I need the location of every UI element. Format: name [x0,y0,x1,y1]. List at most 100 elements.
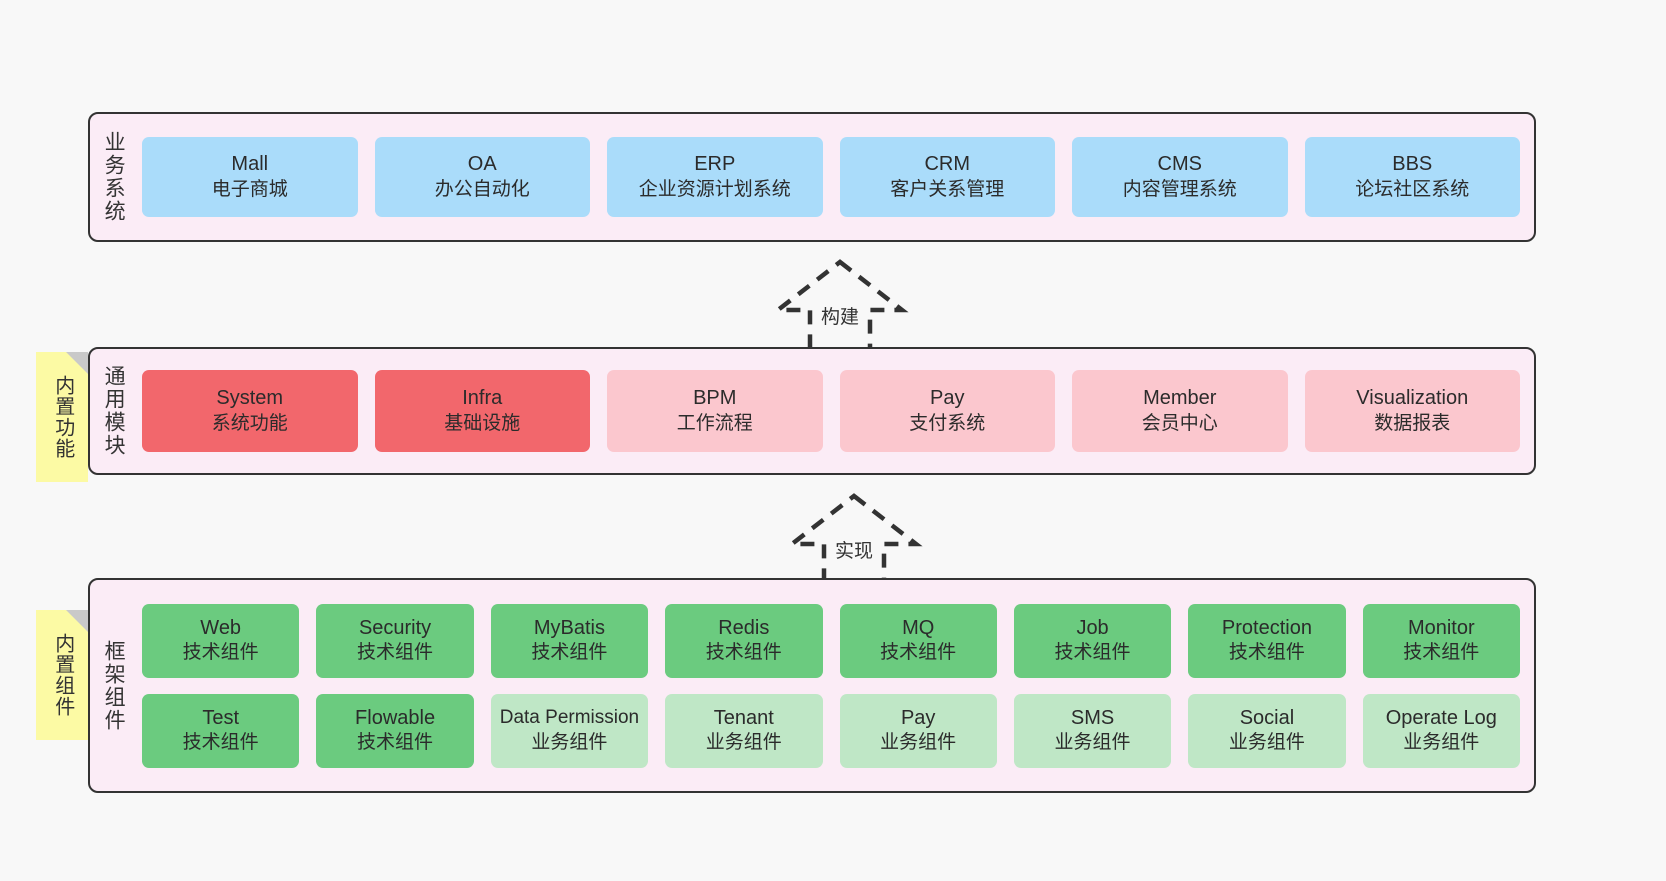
box-infra-name: Infra [462,387,503,410]
box-oa-desc: 办公自动化 [434,178,530,200]
box-oa[interactable]: OA 办公自动化 [374,137,590,217]
box-pay-component[interactable]: Pay 业务组件 [839,693,997,768]
box-redis-desc: 技术组件 [705,642,782,664]
layer-body-framework-components: Web 技术组件 Security 技术组件 MyBatis 技术组件 Redi… [136,580,1534,791]
box-job-name: Job [1076,616,1109,639]
box-infra-desc: 基础设施 [444,412,521,434]
layer-general-modules: 通用模块 System 系统功能 Infra 基础设施 BPM 工作流程 Pay [88,347,1536,475]
box-web-name: Web [200,616,242,639]
box-redis-name: Redis [718,616,770,639]
box-operate-log-name: Operate Log [1385,706,1497,729]
box-visualization-desc: 数据报表 [1374,412,1451,434]
box-infra[interactable]: Infra 基础设施 [374,370,590,452]
box-bpm-desc: 工作流程 [676,412,753,434]
box-security-desc: 技术组件 [357,642,434,664]
connector-build-arrow-icon [771,259,909,355]
box-cms-name: CMS [1157,153,1202,176]
box-social[interactable]: Social 业务组件 [1188,693,1346,768]
note-fold-icon [66,352,88,374]
box-pay-module[interactable]: Pay 支付系统 [839,370,1055,452]
box-cms[interactable]: CMS 内容管理系统 [1072,137,1288,217]
box-bpm[interactable]: BPM 工作流程 [607,370,823,452]
box-monitor[interactable]: Monitor 技术组件 [1362,603,1520,678]
connector-implement-arrow-icon [785,493,923,589]
box-operate-log[interactable]: Operate Log 业务组件 [1362,693,1520,768]
box-job-desc: 技术组件 [1054,642,1131,664]
connector-build-label: 构建 [818,302,862,329]
connector-implement-label: 实现 [832,536,876,563]
box-tenant-name: Tenant [713,706,774,729]
box-member[interactable]: Member 会员中心 [1072,370,1288,452]
layer-title-general-modules: 通用模块 [102,365,126,457]
box-member-name: Member [1143,387,1217,410]
box-protection[interactable]: Protection 技术组件 [1188,603,1346,678]
box-data-permission[interactable]: Data Permission 业务组件 [490,693,649,768]
note-fold-icon [66,610,88,632]
box-mq[interactable]: MQ 技术组件 [839,603,997,678]
box-visualization-name: Visualization [1356,387,1469,410]
box-mall-desc: 电子商城 [211,178,288,200]
box-bbs-desc: 论坛社区系统 [1355,178,1470,200]
box-social-desc: 业务组件 [1228,732,1305,754]
box-protection-name: Protection [1221,616,1312,639]
box-tenant-desc: 业务组件 [705,732,782,754]
box-system-desc: 系统功能 [211,412,288,434]
note-builtin-features-label: 内置功能 [51,375,74,459]
box-test-name: Test [202,706,240,729]
layer-business-systems: 业务系统 Mall 电子商城 OA 办公自动化 ERP 企业资源计划系统 CRM [88,112,1536,242]
box-sms[interactable]: SMS 业务组件 [1013,693,1172,768]
box-crm[interactable]: CRM 客户关系管理 [839,137,1055,217]
layer-body-business-systems: Mall 电子商城 OA 办公自动化 ERP 企业资源计划系统 CRM 客户关系… [136,114,1534,240]
box-web[interactable]: Web 技术组件 [142,603,300,678]
business-systems-row: Mall 电子商城 OA 办公自动化 ERP 企业资源计划系统 CRM 客户关系… [142,137,1520,217]
box-crm-desc: 客户关系管理 [890,178,1005,200]
layer-title-business-systems: 业务系统 [102,131,126,223]
box-protection-desc: 技术组件 [1228,642,1305,664]
box-system[interactable]: System 系统功能 [142,370,358,452]
note-builtin-components-label: 内置组件 [51,633,74,717]
box-test[interactable]: Test 技术组件 [142,693,300,768]
box-operate-log-desc: 业务组件 [1403,732,1480,754]
box-web-desc: 技术组件 [182,642,259,664]
box-data-permission-desc: 业务组件 [531,731,608,753]
box-flowable-desc: 技术组件 [357,732,434,754]
box-flowable-name: Flowable [355,706,436,729]
layer-title-framework-components: 框架组件 [102,639,126,732]
layer-framework-components: 框架组件 Web 技术组件 Security 技术组件 MyBatis 技术组件… [88,578,1536,793]
box-sms-name: SMS [1070,706,1115,729]
box-flowable[interactable]: Flowable 技术组件 [316,693,474,768]
box-mall[interactable]: Mall 电子商城 [142,137,358,217]
box-bbs[interactable]: BBS 论坛社区系统 [1304,137,1520,217]
box-monitor-desc: 技术组件 [1403,642,1480,664]
box-pay-component-name: Pay [900,706,936,729]
box-mybatis[interactable]: MyBatis 技术组件 [490,603,649,678]
box-tenant[interactable]: Tenant 业务组件 [665,693,823,768]
box-cms-desc: 内容管理系统 [1122,178,1237,200]
box-security-name: Security [358,616,432,639]
framework-components-row-technical: Web 技术组件 Security 技术组件 MyBatis 技术组件 Redi… [142,603,1520,678]
box-bbs-name: BBS [1392,153,1433,176]
note-builtin-components: 内置组件 [36,610,88,740]
box-sms-desc: 业务组件 [1054,732,1131,754]
box-visualization[interactable]: Visualization 数据报表 [1304,370,1520,452]
box-mybatis-name: MyBatis [533,616,605,639]
box-mq-name: MQ [902,616,935,639]
box-pay-module-name: Pay [930,387,965,410]
box-data-permission-name: Data Permission [499,707,640,729]
connector-implement: 实现 [774,492,934,590]
box-redis[interactable]: Redis 技术组件 [665,603,823,678]
box-social-name: Social [1239,706,1295,729]
box-crm-name: CRM [924,153,971,176]
box-security[interactable]: Security 技术组件 [316,603,474,678]
box-pay-module-desc: 支付系统 [909,412,986,434]
box-mall-name: Mall [231,153,269,176]
box-pay-component-desc: 业务组件 [880,732,957,754]
box-bpm-name: BPM [693,387,737,410]
box-test-desc: 技术组件 [182,732,259,754]
box-erp[interactable]: ERP 企业资源计划系统 [607,137,823,217]
box-job[interactable]: Job 技术组件 [1013,603,1172,678]
note-builtin-features: 内置功能 [36,352,88,482]
box-erp-name: ERP [694,153,736,176]
connector-build: 构建 [760,258,920,356]
